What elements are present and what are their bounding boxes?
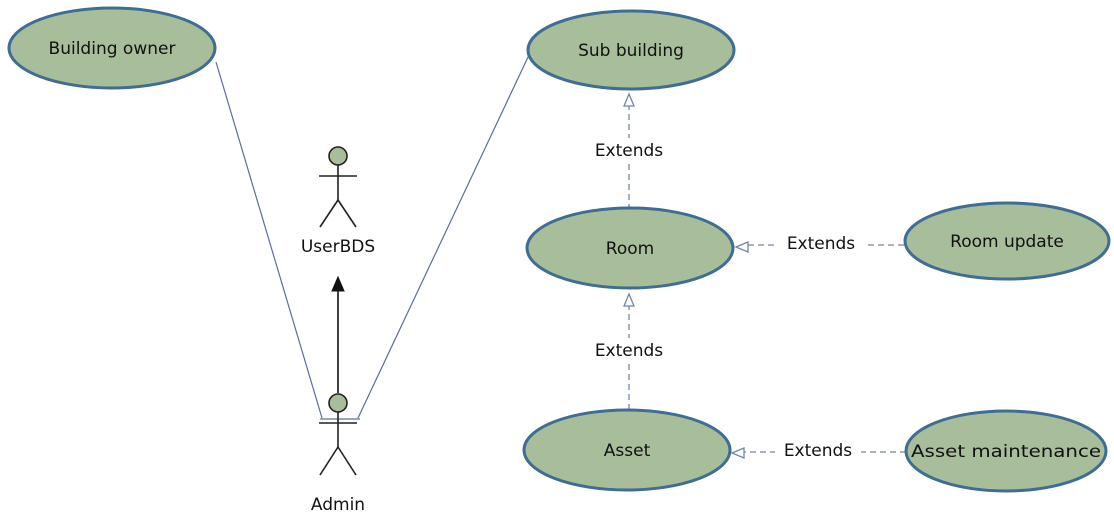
use-case-label: Asset maintenance — [911, 442, 1101, 462]
use-case-label: Sub building — [578, 41, 684, 61]
use-case-asset-maintenance[interactable]: Asset maintenance — [904, 409, 1108, 493]
actor-label: UserBDS — [301, 237, 375, 257]
extends-label-asset-maintenance-asset: Extends — [784, 441, 852, 461]
use-case-label: Building owner — [49, 39, 176, 59]
extends-arrowhead-asset-horizontal — [730, 447, 745, 459]
extends-arrowhead-room — [623, 292, 635, 307]
use-case-building-owner[interactable]: Building owner — [7, 6, 217, 90]
actor-head — [328, 393, 348, 413]
generalization-arrowhead — [331, 275, 345, 292]
extends-label-asset-room: Extends — [595, 341, 663, 361]
use-case-sub-building[interactable]: Sub building — [526, 9, 736, 91]
use-case-label: Room update — [950, 232, 1064, 252]
actor-admin[interactable]: Admin — [311, 393, 365, 515]
association-admin-sub-building — [357, 54, 530, 419]
actor-head — [328, 146, 348, 166]
use-case-room-update[interactable]: Room update — [903, 201, 1111, 281]
extends-arrowhead-sub-building — [623, 92, 635, 107]
use-case-label: Room — [606, 239, 654, 259]
extends-label-room-update-room: Extends — [787, 234, 855, 254]
use-case-label: Asset — [604, 441, 651, 461]
extends-arrowhead-room-horizontal — [734, 241, 749, 253]
association-admin-building-owner — [215, 61, 323, 419]
use-case-asset[interactable]: Asset — [522, 408, 732, 492]
actor-userbds[interactable]: UserBDS — [301, 146, 375, 257]
actor-label: Admin — [311, 495, 365, 515]
extends-label-room-sub-building: Extends — [595, 141, 663, 161]
use-case-room[interactable]: Room — [525, 206, 735, 290]
